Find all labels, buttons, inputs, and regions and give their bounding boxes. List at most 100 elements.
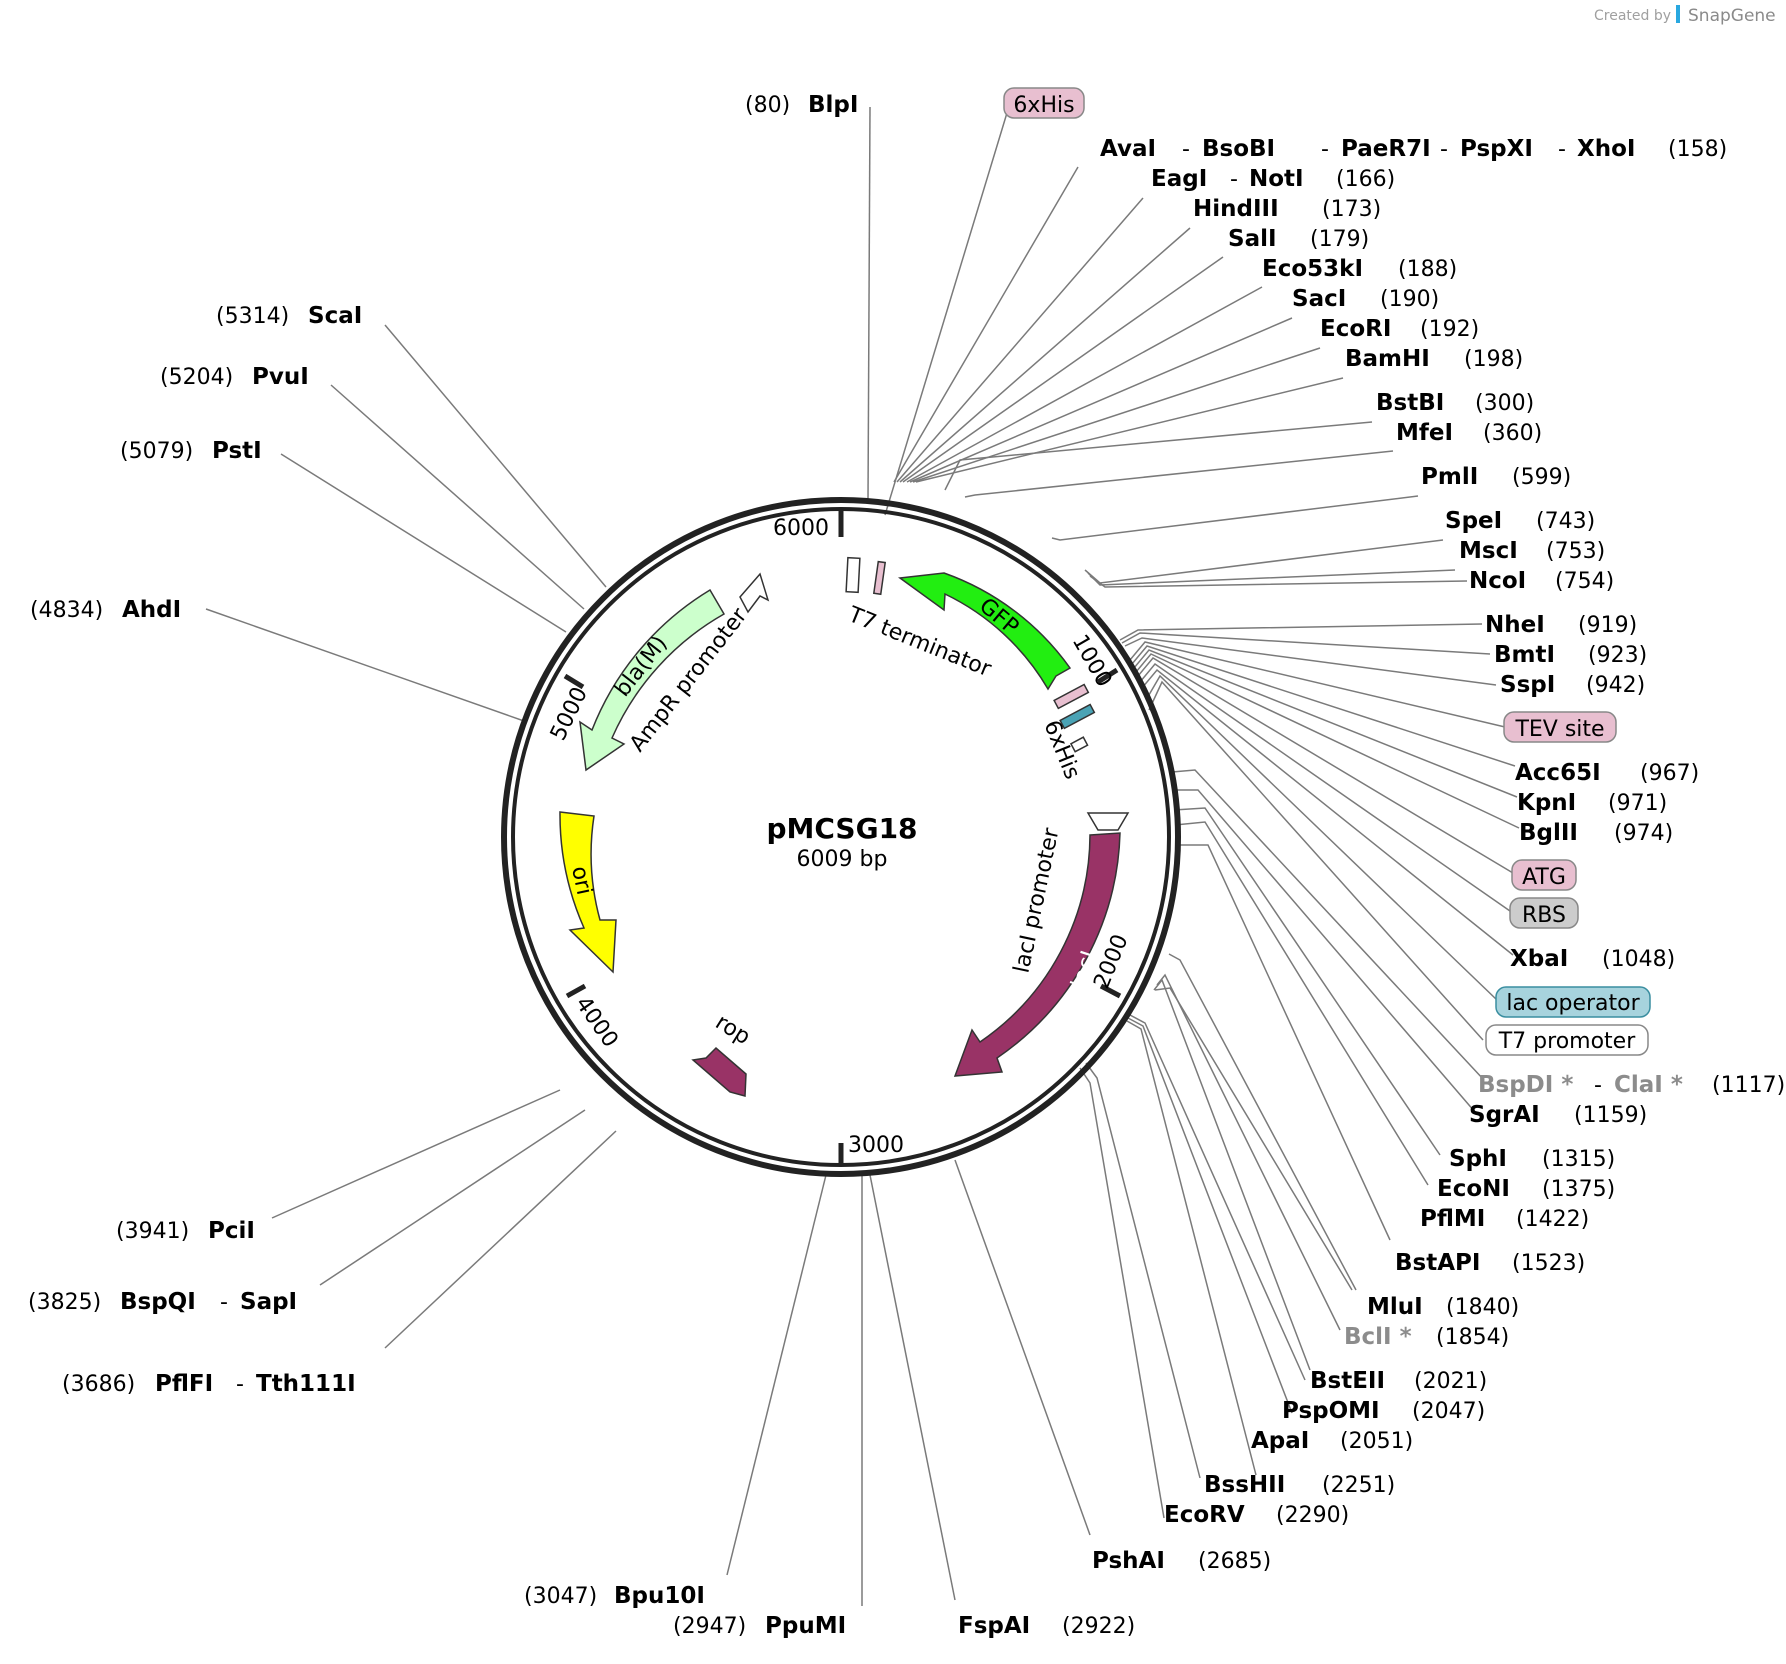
- site-pos-psti: (5079): [120, 439, 193, 464]
- leader-bspdi: [1171, 769, 1485, 1081]
- atg-label: ATG: [1522, 865, 1566, 890]
- site-name-sspi: SspI: [1500, 672, 1555, 698]
- site-pos-bspdi: (1117): [1712, 1073, 1785, 1098]
- laci-arrow: [953, 832, 1121, 1077]
- tick-1000: [1096, 667, 1119, 685]
- site-pos-econi: (1375): [1542, 1177, 1615, 1202]
- tick-5000: [563, 673, 585, 690]
- site-name-ncoi: NcoI: [1469, 568, 1526, 594]
- site-pos-sali: (179): [1310, 227, 1369, 252]
- site-pos-bstbi: (300): [1475, 391, 1534, 416]
- site-pos-bsteii: (2021): [1414, 1369, 1487, 1394]
- leader-econi: [1174, 821, 1429, 1186]
- site-pos-kpni: (971): [1608, 791, 1667, 816]
- leader-nhei: [1119, 623, 1483, 641]
- site-name-bmti: BmtI: [1494, 642, 1555, 668]
- leader-bsshii: [1085, 1062, 1201, 1479]
- site-pos-spei: (743): [1536, 509, 1595, 534]
- site-pos-acc65i: (967): [1640, 761, 1699, 786]
- site-name-pvui: PvuI: [252, 364, 309, 390]
- site-name-pspomi: PspOMI: [1282, 1398, 1380, 1424]
- lac-operator-marker: [1059, 703, 1096, 730]
- site-pos-bamhi: (198): [1464, 347, 1523, 372]
- leader-sspi: [1124, 637, 1497, 686]
- leader-eco53ki: [906, 286, 1263, 483]
- site-name-ecorv: EcoRV: [1164, 1502, 1245, 1528]
- leader-lines: [205, 102, 1520, 1606]
- leader-eagi: [896, 197, 1144, 483]
- site-name-bspdi: BspDI *: [1478, 1072, 1573, 1098]
- site-name-bsobi: BsoBI: [1202, 136, 1275, 162]
- site-pos-pspomi: (2047): [1412, 1399, 1485, 1424]
- tick-label-3000: 3000: [848, 1133, 904, 1158]
- leader-bmti: [1121, 632, 1491, 655]
- site-pos-pmli: (599): [1512, 465, 1571, 490]
- site-pos-ncoi: (754): [1555, 569, 1614, 594]
- tev-label: TEV site: [1514, 717, 1604, 742]
- site-pos-bglii: (974): [1614, 821, 1673, 846]
- site-name-paer7i: PaeR7I: [1341, 136, 1431, 162]
- leader-sphi: [1173, 807, 1441, 1156]
- site-pos-xbai: (1048): [1602, 947, 1675, 972]
- his-top-box: [1003, 87, 1085, 119]
- label-laci-promoter: lacI promoter: [1009, 825, 1064, 975]
- leader-hindiii: [899, 227, 1191, 483]
- his-top-label: 6xHis: [1013, 93, 1074, 118]
- t7-promoter-box: [1485, 1024, 1649, 1056]
- site-name-bamhi: BamHI: [1345, 346, 1430, 372]
- leader-rbs: [1139, 662, 1511, 912]
- site-name-apai: ApaI: [1251, 1428, 1309, 1454]
- leader-mlui-alt: [1154, 987, 1353, 1291]
- leader-pmli: [1051, 495, 1419, 541]
- leader-sali: [902, 256, 1224, 483]
- site-name-eagi: EagI: [1151, 166, 1207, 192]
- snapgene-credit[interactable]: Created by SnapGene: [1594, 5, 1776, 26]
- backbone: [501, 497, 1181, 1177]
- label-rop: rop: [711, 1010, 755, 1050]
- site-pos-bpu10i: (3047): [524, 1584, 597, 1609]
- leader-apai: [1126, 1020, 1257, 1476]
- site-name-kpni: KpnI: [1517, 790, 1576, 816]
- backbone-outer: [501, 497, 1181, 1177]
- leader-psti: [280, 453, 567, 633]
- site-name-msci: MscI: [1459, 538, 1518, 564]
- site-name-ahdi: AhdI: [122, 597, 181, 623]
- site-pos-fspai: (2922): [1062, 1614, 1135, 1639]
- site-pos-sphi: (1315): [1542, 1147, 1615, 1172]
- site-name-pflfi: PflFI: [155, 1371, 213, 1397]
- site-pos-bcli: (1854): [1436, 1325, 1509, 1350]
- label-t7-terminator: T7 terminator: [844, 602, 996, 683]
- site-pos-ahdi: (4834): [30, 598, 103, 623]
- leader-t7-promoter: [1148, 680, 1484, 1041]
- leader-xbai: [1141, 668, 1514, 956]
- leader-spei: [1084, 539, 1444, 584]
- site-name-ppumi: PpuMI: [765, 1613, 846, 1639]
- backbone-inner: [511, 507, 1171, 1167]
- rbs-box: [1509, 897, 1579, 929]
- laci-promoter-arrow: [1086, 812, 1130, 831]
- site-pos-bmti: (923): [1588, 643, 1647, 668]
- leader-ncoi: [1089, 575, 1468, 588]
- leader-his-top: [884, 102, 1011, 516]
- leader-bamhi: [915, 377, 1344, 483]
- tev-marker: [1053, 683, 1090, 710]
- gfp-arrow: [897, 572, 1072, 691]
- site-pos-msci: (753): [1546, 539, 1605, 564]
- site-sep-pflfi: -: [236, 1372, 244, 1397]
- site-name-clai: ClaI *: [1614, 1072, 1683, 1098]
- site-sep-eagi: -: [1230, 167, 1238, 192]
- site-pos-pflmi: (1422): [1516, 1207, 1589, 1232]
- leader-pshai: [954, 1159, 1091, 1536]
- site-pos-pflfi: (3686): [62, 1372, 135, 1397]
- site-pos-hindiii: (173): [1322, 197, 1381, 222]
- site-sep-avai-1: -: [1182, 137, 1190, 162]
- site-name-noti: NotI: [1249, 166, 1304, 192]
- site-pos-mlui: (1840): [1446, 1295, 1519, 1320]
- tick-label-6000: 6000: [773, 516, 829, 541]
- leader-tev: [1129, 641, 1506, 728]
- leader-acc65i: [1131, 645, 1516, 767]
- t7-terminator-box-a: [845, 556, 861, 594]
- site-name-bspqi: BspQI: [120, 1289, 196, 1315]
- leader-mfei: [964, 450, 1394, 498]
